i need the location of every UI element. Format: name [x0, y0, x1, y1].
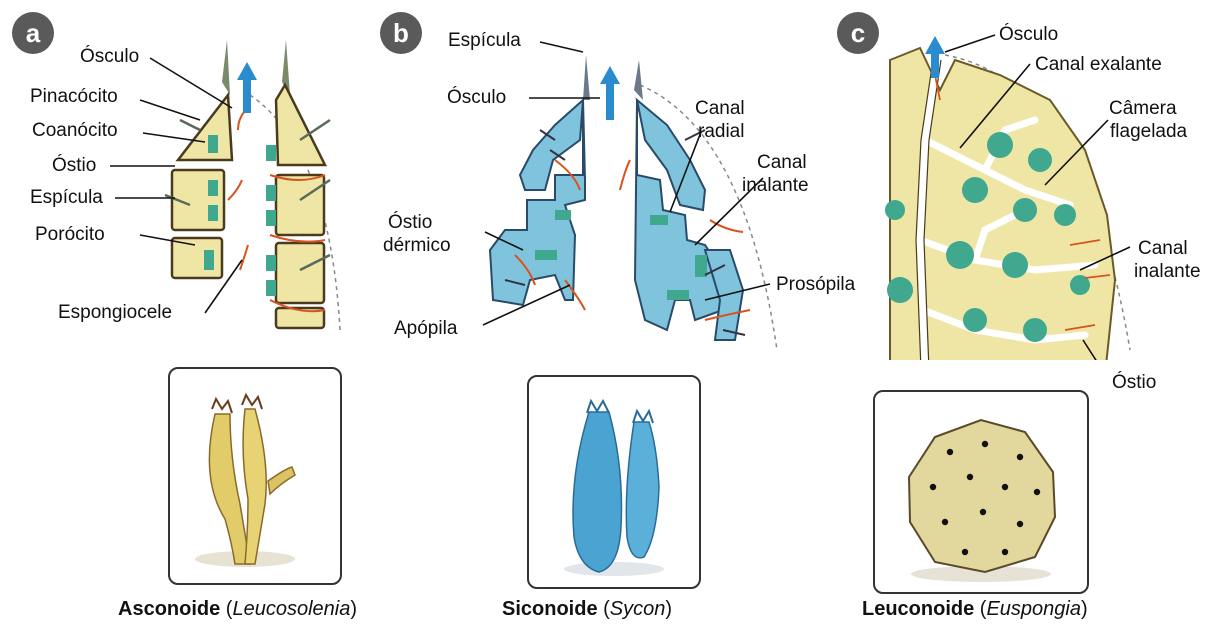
caption-close: ) — [665, 598, 672, 620]
label-canal-inalante-2: inalante — [742, 175, 809, 197]
caption-close: ) — [350, 598, 357, 620]
caption-type: Leuconoide — [862, 598, 974, 620]
label-camera-1: Câmera — [1109, 98, 1177, 120]
leuconoid-photo-box — [873, 390, 1089, 594]
label-canal-radial-1: Canal — [695, 98, 745, 120]
water-flow-arrow-icon — [600, 66, 620, 120]
caption-close: ) — [1081, 598, 1088, 620]
label-apopila: Apópila — [394, 318, 457, 340]
syconoid-panel: b — [405, 0, 825, 630]
label-coanocito: Coanócito — [32, 120, 118, 142]
spicule-top-left — [583, 55, 590, 100]
label-ostio: Óstio — [52, 155, 96, 177]
syconoid-photo-box — [527, 375, 701, 589]
label-osculo: Ósculo — [447, 87, 506, 109]
label-ostio-dermico-2: dérmico — [383, 235, 451, 257]
caption-genus: Euspongia — [986, 598, 1081, 620]
label-canal-inalante-1: Canal — [757, 152, 807, 174]
spicule-top-right — [634, 60, 643, 100]
caption-genus: Sycon — [610, 598, 666, 620]
syconoid-caption: Siconoide (Sycon) — [502, 598, 672, 621]
caption-type: Asconoide — [118, 598, 220, 620]
caption-type: Siconoide — [502, 598, 598, 620]
left-wall — [172, 95, 232, 278]
sponge-photo — [875, 392, 1087, 592]
label-canal-inalante-1: Canal — [1138, 238, 1188, 260]
water-flow-arrow-icon — [237, 62, 257, 113]
caption-open: ( — [598, 598, 610, 620]
label-espicula: Espícula — [448, 30, 521, 52]
label-porocito: Porócito — [35, 224, 105, 246]
label-osculo: Ósculo — [80, 46, 139, 68]
label-canal-exalante: Canal exalante — [1035, 54, 1162, 76]
label-camera-2: flagelada — [1110, 121, 1187, 143]
spicule-top-left — [222, 40, 230, 95]
label-canal-inalante-2: inalante — [1134, 261, 1201, 283]
asconoid-caption: Asconoide (Leucosolenia) — [118, 598, 357, 621]
sponge-photo — [529, 377, 699, 587]
label-osculo: Ósculo — [999, 24, 1058, 46]
label-espicula: Espícula — [30, 187, 103, 209]
label-pinacocito: Pinacócito — [30, 86, 118, 108]
leuconoid-panel: c — [825, 0, 1214, 630]
label-ostio: Óstio — [1112, 372, 1156, 394]
sponge-photo — [170, 369, 340, 583]
label-espongiocele: Espongiocele — [58, 302, 172, 324]
leuconoid-caption: Leuconoide (Euspongia) — [862, 598, 1088, 621]
left-wall — [490, 100, 585, 305]
label-canal-radial-2: radial — [698, 121, 744, 143]
asconoid-panel: a — [0, 0, 405, 630]
caption-open: ( — [220, 598, 232, 620]
label-ostio-dermico-1: Óstio — [388, 212, 432, 234]
asconoid-photo-box — [168, 367, 342, 585]
caption-genus: Leucosolenia — [232, 598, 350, 620]
caption-open: ( — [974, 598, 986, 620]
right-wall — [276, 85, 325, 328]
